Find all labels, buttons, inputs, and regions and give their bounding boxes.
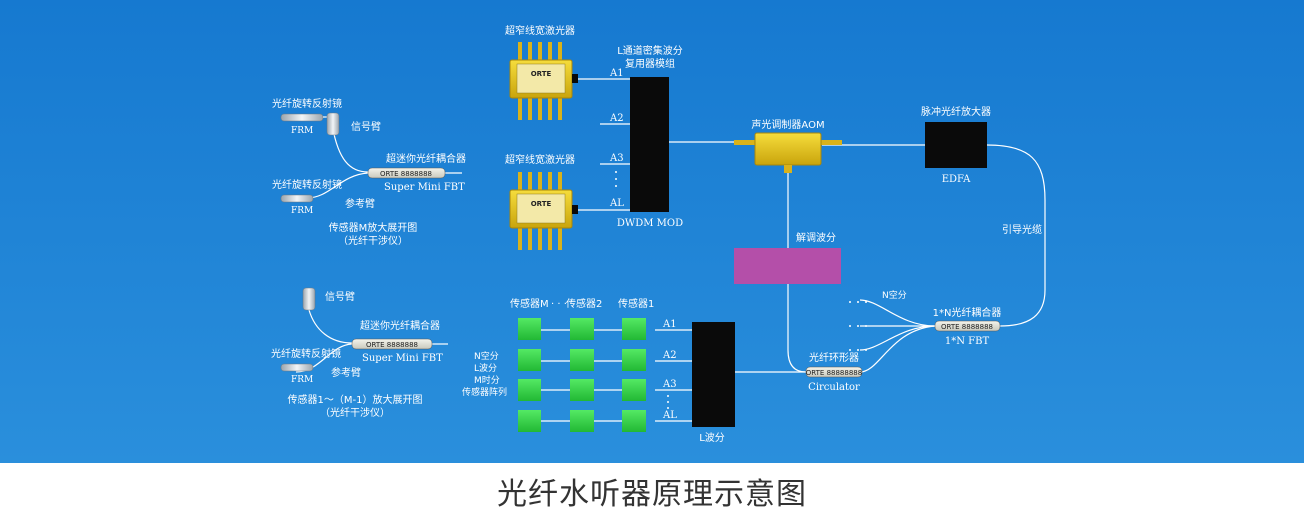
figure-caption: 光纤水听器原理示意图: [497, 477, 807, 512]
laser-bottom-label: 超窄线宽激光器: [505, 153, 575, 166]
sensor-m-caption-1: 传感器M放大展开图: [329, 221, 418, 234]
fbt-2-label: Super Mini FBT: [362, 353, 443, 364]
sensor-block: [622, 349, 646, 371]
dwdm-ch-al: AL: [609, 198, 624, 209]
coupler-1-chip: [367, 167, 446, 179]
ref-arm-1-label: 参考臂: [345, 197, 375, 210]
dwdm-ch-a2: A2: [609, 113, 624, 124]
array-ch-a1: A1: [662, 319, 677, 330]
hydrophone-diagram: ORTE 超窄线宽激光器 ORTE 超窄线宽激光器 L通道密集波分 复用器模组 …: [0, 0, 1304, 463]
laser-top-brand: ORTE: [531, 70, 552, 78]
sensor-block: [570, 410, 594, 432]
coupler-1n-label: 1*N光纤耦合器: [933, 306, 1002, 319]
frm-2-label: FRM: [291, 206, 313, 216]
demod-box: [734, 248, 841, 284]
edfa-name: EDFA: [942, 174, 971, 185]
fiber-lines: [295, 78, 1046, 422]
sensor-block: [622, 379, 646, 401]
dwdm-title-2: 复用器模组: [625, 57, 675, 70]
laser-top: ORTE: [509, 42, 578, 120]
sensor-block: [570, 318, 594, 340]
coupler-2-label: 超迷你光纤耦合器: [360, 319, 440, 332]
sensor-block: [622, 318, 646, 340]
array-label-3: M时分: [474, 374, 500, 386]
circulator-chip: [805, 366, 863, 378]
sensor-block: [518, 318, 541, 340]
coupler-chip-1-text: ORTE 8888888: [380, 170, 432, 178]
dwdm-module: [630, 77, 669, 212]
laser-bottom: ORTE: [509, 172, 578, 250]
array-label-2: L波分: [474, 362, 497, 374]
array-label-1: N空分: [474, 350, 499, 362]
frm-2: [280, 194, 314, 203]
circulator-cn-label: 光纤环形器: [809, 351, 859, 364]
coupler-1-label: 超迷你光纤耦合器: [386, 152, 466, 165]
dwdm-ch-a3: A3: [609, 153, 624, 164]
guide-fiber-label: 引导光缆: [1002, 223, 1042, 236]
coupler-2-chip: [351, 338, 433, 350]
signal-coil-1: [326, 112, 340, 136]
sensor-block: [570, 349, 594, 371]
circulator-label: Circulator: [808, 382, 860, 393]
circulator-chip-text: ORTE 88888888: [806, 369, 862, 377]
sensor-block: [518, 379, 541, 401]
dwdm-title-1: L通道密集波分: [617, 44, 683, 57]
sensor-1m-caption-2: （光纤干涉仪）: [320, 406, 390, 419]
sensor-1m-caption-1: 传感器1～（M-1）放大展开图: [288, 393, 423, 406]
sensor-m-label: 传感器M: [510, 297, 549, 310]
sensor-block: [622, 410, 646, 432]
coupler-1n-chip-text: ORTE 8888888: [941, 323, 993, 331]
dwdm-channel-dots: [615, 171, 617, 187]
n-split-label: N空分: [882, 289, 907, 301]
aom-device: [734, 132, 842, 173]
frm-3: [280, 363, 314, 372]
coupler-chip-2-text: ORTE 8888888: [366, 341, 418, 349]
dwdm-ch-a1: A1: [609, 68, 624, 79]
edfa-title: 脉冲光纤放大器: [921, 105, 991, 118]
signal-arm-2-label: 信号臂: [325, 290, 355, 303]
laser-bottom-brand: ORTE: [531, 200, 552, 208]
array-label-4: 传感器阵列: [462, 386, 507, 398]
fbt-1n-label: 1*N FBT: [945, 336, 990, 347]
sensor-block: [570, 379, 594, 401]
l-demux-box: [692, 322, 735, 427]
ref-arm-2-label: 参考臂: [331, 366, 361, 379]
array-ch-a3: A3: [662, 379, 677, 390]
sensor-array: [518, 318, 646, 432]
frm-1-label: FRM: [291, 126, 313, 136]
array-ch-a2: A2: [662, 350, 677, 361]
signal-arm-1-label: 信号臂: [351, 120, 381, 133]
edfa-box: [925, 122, 987, 168]
sensor-block: [518, 349, 541, 371]
fbt-1-label: Super Mini FBT: [384, 182, 465, 193]
array-channel-dots: [667, 395, 669, 409]
l-demux-label: L波分: [699, 431, 725, 444]
signal-coil-2: [302, 287, 316, 311]
dwdm-name: DWDM MOD: [617, 218, 683, 229]
sensor-m-caption-2: （光纤干涉仪）: [338, 234, 408, 247]
frm-3-label: FRM: [291, 375, 313, 385]
sensor-1-label: 传感器1: [618, 297, 654, 310]
demod-label: 解调波分: [796, 231, 836, 244]
sensor-dots-label: · · ·: [551, 299, 567, 310]
frm-mirror-1-label: 光纤旋转反射镜: [272, 97, 342, 110]
laser-top-label: 超窄线宽激光器: [505, 24, 575, 37]
sensor-block: [518, 410, 541, 432]
frm-mirror-3-label: 光纤旋转反射镜: [271, 347, 341, 360]
aom-label: 声光调制器AOM: [751, 118, 824, 131]
coupler-1n-chip: [934, 320, 1001, 332]
frm-mirror-2-label: 光纤旋转反射镜: [272, 178, 342, 191]
n-split-dots: [849, 301, 867, 351]
sensor-2-label: 传感器2: [566, 297, 602, 310]
array-ch-al: AL: [662, 410, 677, 421]
